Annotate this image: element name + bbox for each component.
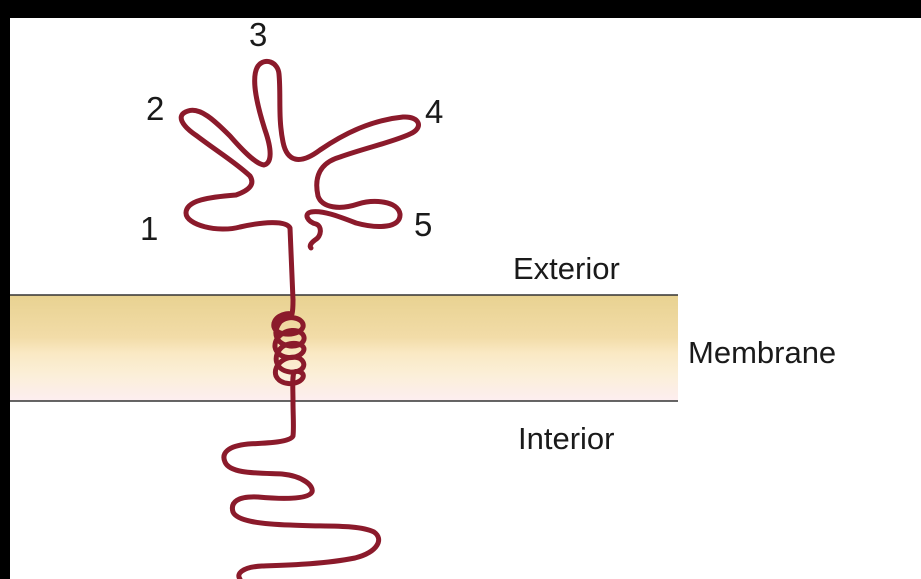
- interior-label: Interior: [518, 423, 614, 454]
- exterior-label: Exterior: [513, 253, 620, 284]
- loop-3-label: 3: [249, 18, 267, 51]
- membrane-band: [10, 295, 678, 401]
- loop-1-label: 1: [140, 212, 158, 245]
- intracellular-tail: [224, 402, 379, 579]
- loop-5-label: 5: [414, 208, 432, 241]
- membrane-label: Membrane: [688, 337, 836, 368]
- loop-2-label: 2: [146, 92, 164, 125]
- extracellular-loops: [181, 61, 418, 300]
- loop-4-label: 4: [425, 95, 443, 128]
